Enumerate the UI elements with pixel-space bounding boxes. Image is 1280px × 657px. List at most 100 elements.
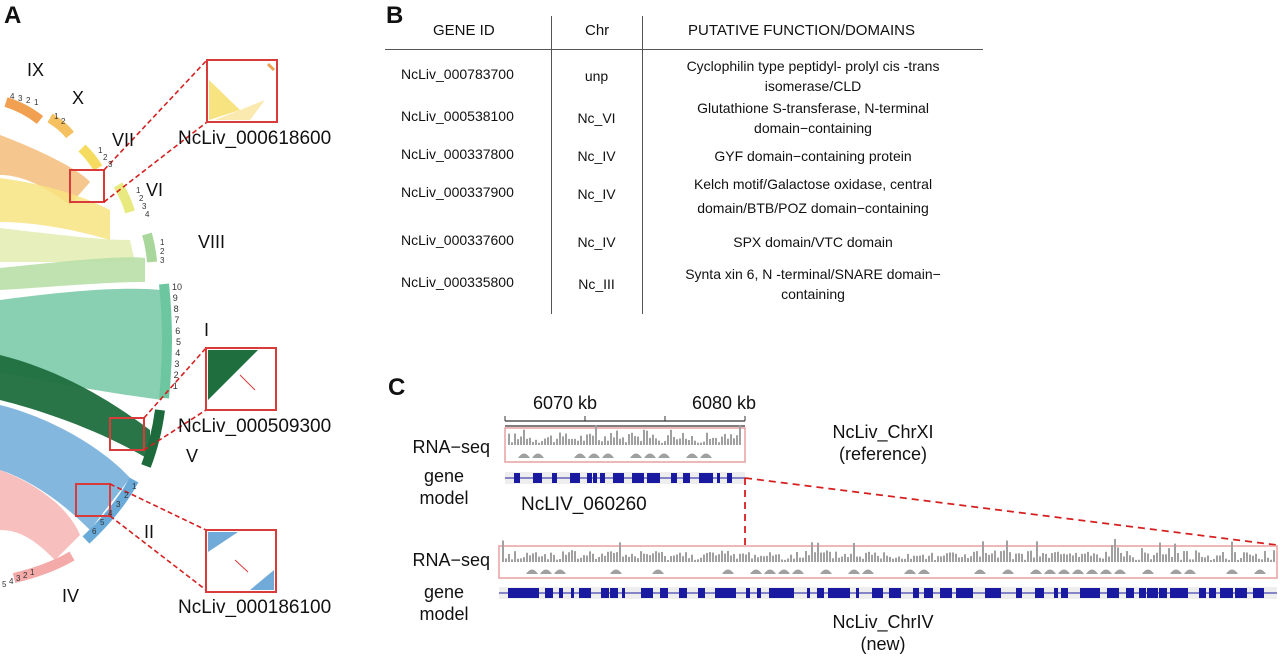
coverage-bar [718,554,720,562]
table-cell-function: Synta xin 6, N -terminal/SNARE domain− [685,266,941,282]
junction-arc [532,453,544,458]
junction-arc [700,453,712,458]
exon-block [1054,588,1058,598]
coverage-bar [514,433,516,445]
coverage-bar [703,554,705,562]
coverage-bar [1162,554,1164,562]
coverage-bar [643,429,645,445]
junction-arc [792,569,804,574]
coverage-bar [997,557,999,562]
coverage-bar [1270,559,1272,562]
gene-model-label-new-1: gene [423,582,465,602]
exon-block [1139,588,1146,598]
coverage-bar [649,555,651,562]
table-cell-function-cont: domain−containing [754,120,872,136]
tick-label: 3 [108,160,113,169]
coverage-bar [550,435,552,445]
ref-chr-note: (reference) [838,444,928,464]
new-chr-name: NcLiv_ChrIV [832,612,934,632]
exon-block [1199,588,1206,598]
tick-label: 3 [142,202,147,211]
coverage-bar [883,552,885,562]
junction-arc [526,569,538,574]
header-chr: Chr [585,22,610,39]
coverage-bar [691,554,693,562]
coverage-bar [1072,555,1074,562]
coverage-bar [655,438,657,445]
coverage-bar [634,436,636,445]
ribbon-vii [0,178,110,240]
coverage-bar [838,557,840,562]
coverage-bar [1099,557,1101,562]
ref-chr-name: NcLiv_ChrXI [832,422,934,442]
exon-block [521,588,533,598]
exon-block [991,588,998,598]
exon-block [698,588,705,598]
coverage-bar [1183,551,1185,562]
coverage-bar [919,555,921,562]
ribbon-iv [0,470,80,560]
coverage-bar [760,555,762,562]
coverage-bar [664,556,666,562]
coverage-bar [670,556,672,562]
tick-label: 2 [26,96,31,105]
coverage-bar [553,442,555,445]
coverage-bar [697,442,699,445]
coverage-bar [709,552,711,562]
coverage-bar [814,552,816,562]
exon-block [769,588,781,598]
coverage-bar [1042,553,1044,562]
coverage-bar [733,553,735,562]
coverage-bar [685,552,687,562]
exon-block [1126,588,1134,598]
coverage-bar [637,436,639,445]
coverage-bar [547,437,549,445]
exon-block [641,588,647,598]
coverage-bar [1189,559,1191,562]
coverage-bar [844,553,846,562]
exon-block [889,588,897,598]
panel-letter-a: A [4,2,22,29]
coverage-bar [580,557,582,562]
exon-block [872,588,883,598]
tick-label: 5 [176,337,182,347]
coverage-bar [880,558,882,562]
coverage-bar [520,436,522,445]
coverage-bar [619,542,621,562]
coverage-bar [991,553,993,562]
coverage-bar [1033,557,1035,562]
coverage-bar [1078,556,1080,562]
coverage-bar [886,555,888,562]
exon-block [545,588,553,598]
coverage-bar [1156,552,1158,562]
coverage-bar [1138,559,1140,562]
coverage-bar [1192,559,1194,562]
exon-block [1080,588,1090,598]
coverage-bar [1210,559,1212,562]
coverage-bar [721,550,723,562]
coverage-bar [679,552,681,562]
coverage-bar [1234,552,1236,562]
exon-block [622,588,625,598]
tick-label: 1 [30,568,35,577]
exon-block [1226,588,1233,598]
coverage-bar [862,558,864,562]
coverage-bar [556,438,558,445]
coverage-bar [853,542,855,562]
coverage-bar [559,558,561,562]
coverage-bar [937,556,939,562]
exon-block [727,473,732,483]
chr-label-ix: IX [27,60,45,80]
coverage-bar [1240,557,1242,562]
exon-block [610,588,618,598]
exon-block [600,473,605,483]
coverage-bar [856,556,858,562]
coverage-bar [1114,539,1116,562]
arc-vii [78,144,103,171]
coverage-bar [1258,558,1260,562]
coverage-bar [667,435,669,445]
coverage-bar [652,434,654,445]
junction-arc [1114,569,1126,574]
coverage-bar [1006,540,1008,562]
exon-block [653,473,660,483]
